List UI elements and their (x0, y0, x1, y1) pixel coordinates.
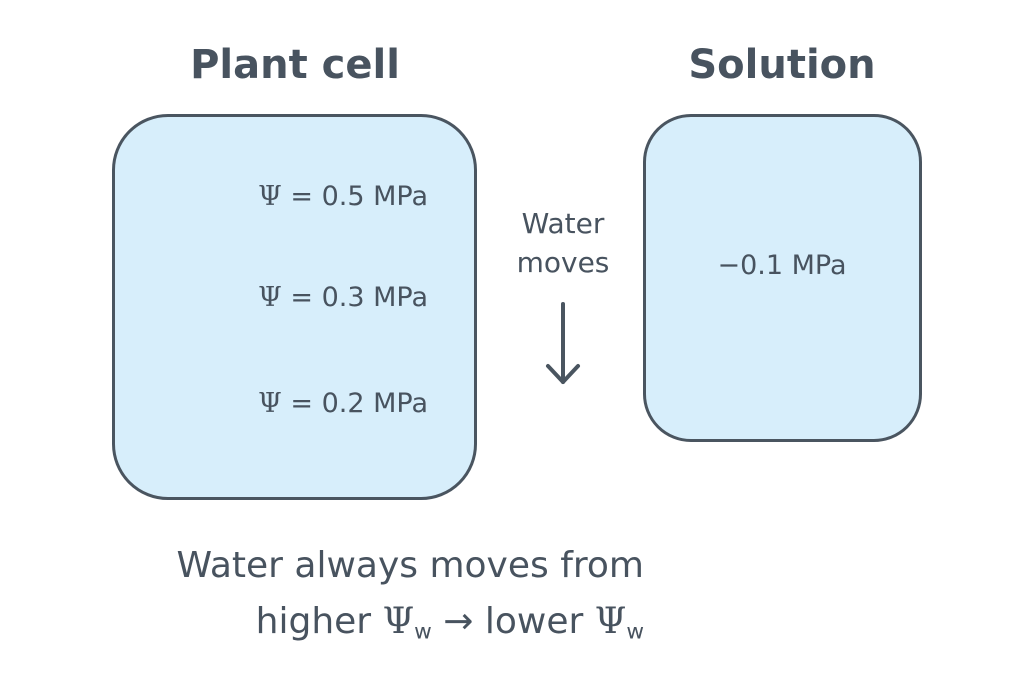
plant-cell-title: Plant cell (190, 42, 400, 88)
subscript-w: w (414, 619, 432, 645)
down-arrow-icon (546, 302, 580, 384)
potential-value-2: Ψ = 0.3 MPa (258, 282, 428, 313)
value-text: = 0.3 MPa (290, 282, 428, 313)
solution-value: −0.1 MPa (717, 250, 847, 281)
flow-label-line1: Water (521, 207, 605, 240)
flow-label-line2: moves (516, 246, 610, 279)
psi-symbol: Ψ (258, 181, 282, 212)
potential-value-3: Ψ = 0.2 MPa (258, 388, 428, 419)
right-arrow-icon: → (431, 601, 485, 642)
potential-value-1: Ψ = 0.5 MPa (258, 181, 428, 212)
value-text: = 0.2 MPa (290, 388, 428, 419)
psi-symbol: Ψ (258, 388, 282, 419)
psi-symbol: Ψ (382, 601, 415, 642)
caption-line1: Water always moves from (176, 545, 644, 586)
solution-box (643, 114, 922, 442)
value-text: = 0.5 MPa (290, 181, 428, 212)
caption-line2: higher Ψw → lower Ψw (256, 601, 644, 644)
caption-lower: lower (484, 601, 595, 642)
caption-higher: higher (255, 601, 383, 642)
plant-cell-box (112, 114, 477, 500)
psi-symbol: Ψ (258, 282, 282, 313)
solution-title: Solution (688, 42, 876, 88)
subscript-w: w (626, 619, 644, 645)
psi-symbol: Ψ (594, 601, 627, 642)
